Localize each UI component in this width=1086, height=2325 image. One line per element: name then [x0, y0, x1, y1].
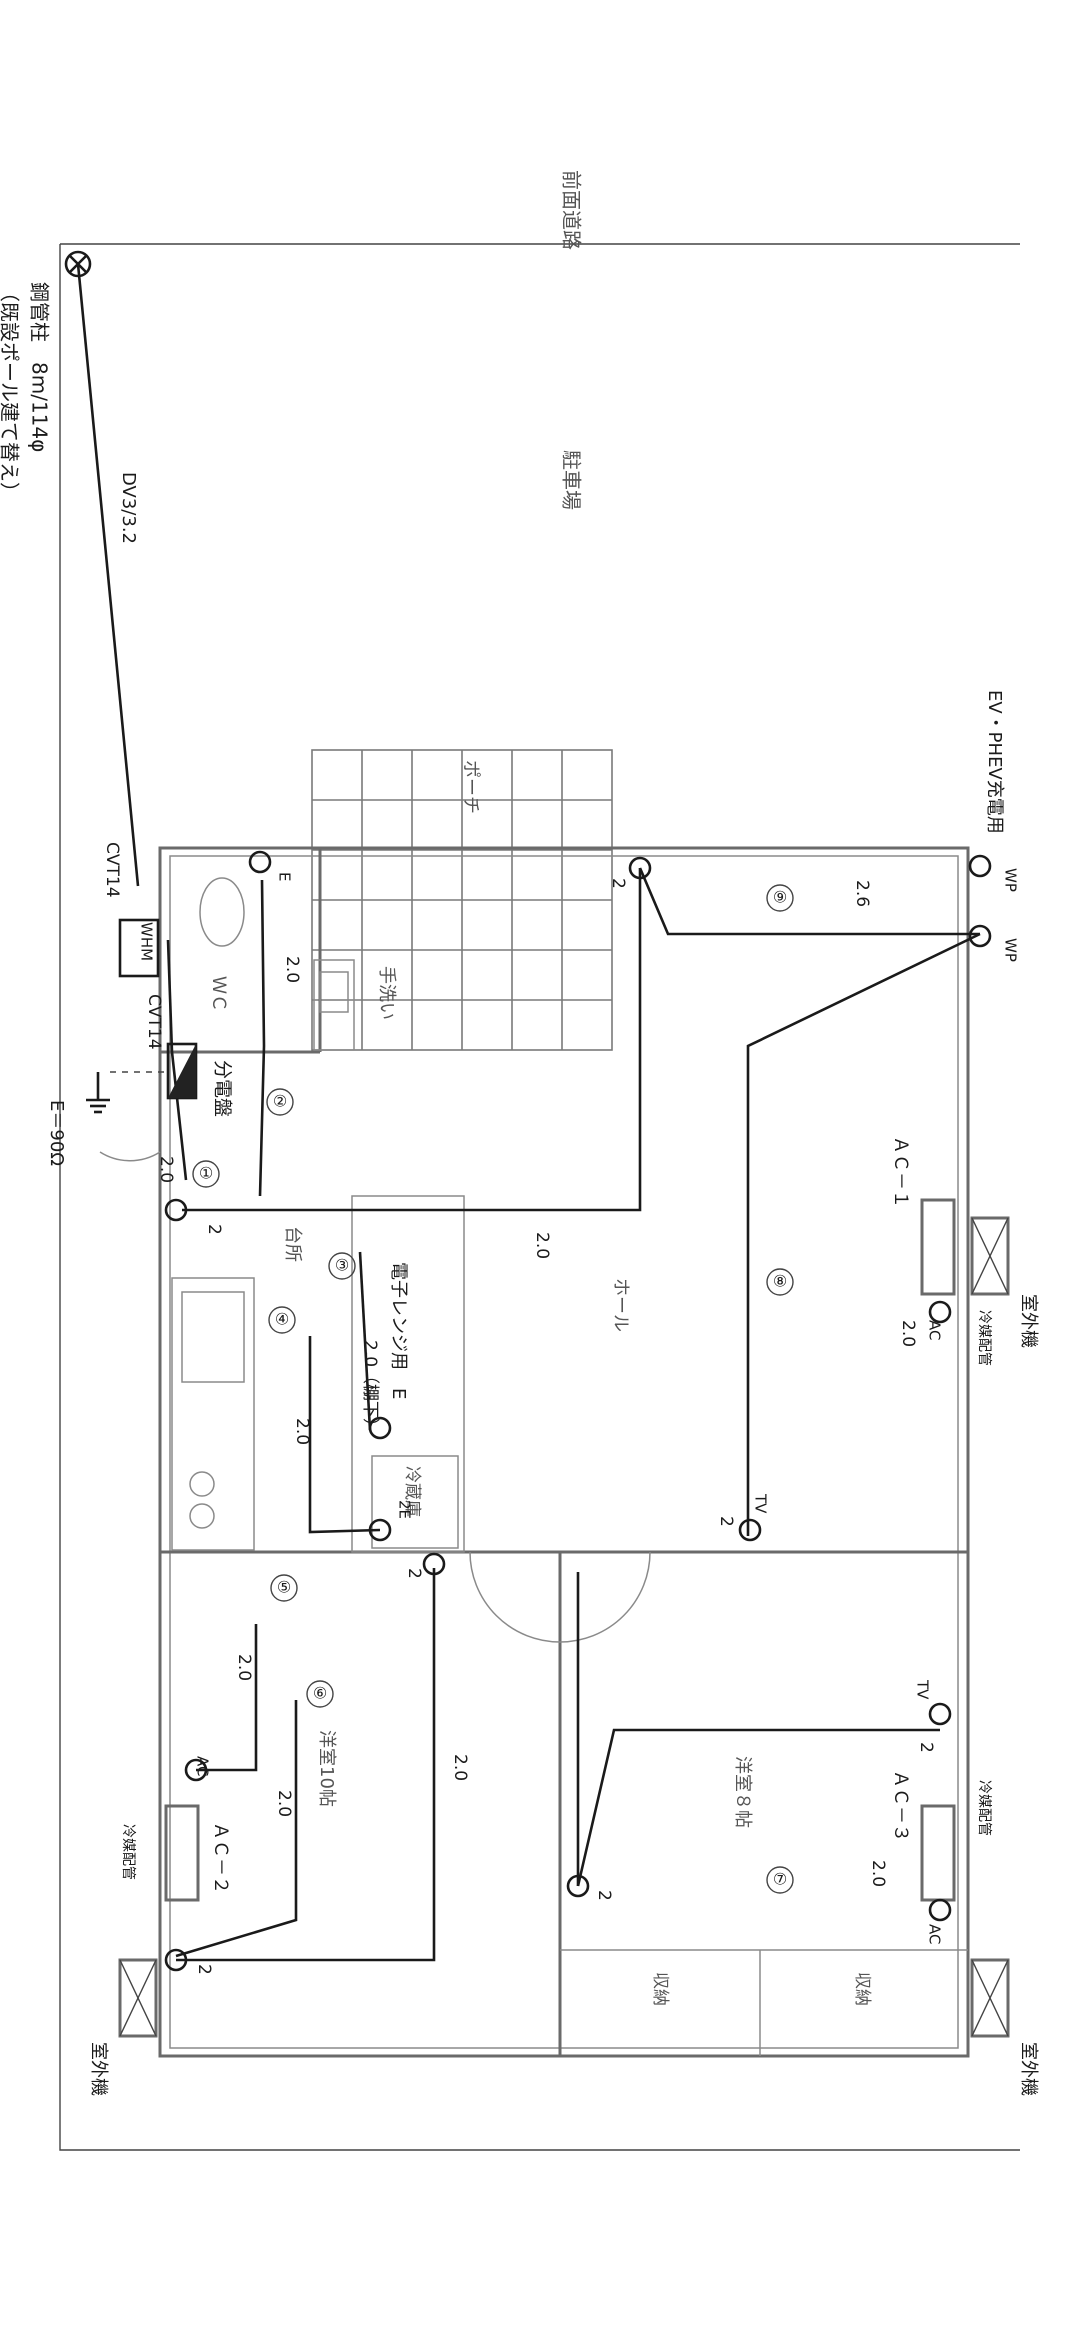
outdoor-unit-label-2: 室外機 — [1018, 2042, 1039, 2096]
fridge-label: 冷蔵庫 — [402, 1466, 422, 1517]
western10-label: 洋室10帖 — [316, 1730, 337, 1807]
wire-label-20a: 2.0 — [282, 956, 302, 983]
range-outlet-label: 電子レンジ用 E — [388, 1262, 409, 1399]
wiring — [76, 263, 981, 1962]
hall-label: ホール — [610, 1278, 631, 1332]
panel-label: 分電盤 — [212, 1060, 234, 1117]
ac-tag-1: AC — [926, 1320, 944, 1340]
porch-tiles — [311, 749, 613, 1051]
count-label-4: 2 — [404, 1568, 424, 1579]
pole-note: （既設ポール建て替え） — [0, 282, 22, 502]
wire-label-26: 2.6 — [852, 880, 872, 907]
ac1-label: ＡＣ－１ — [890, 1136, 911, 1208]
circuit-8: ⑧ — [773, 1272, 787, 1291]
count-label-2: 2 — [204, 1224, 224, 1235]
wire-label-20e: 2.0 — [292, 1418, 312, 1445]
circuit-markers — [192, 884, 794, 1894]
refrigerant-label-3: 冷媒配管 — [120, 1824, 136, 1880]
e-tag: E — [276, 872, 294, 881]
storage-label-1: 収納 — [650, 1972, 670, 2006]
refrigerant-label-2: 冷媒配管 — [976, 1780, 992, 1836]
count-label-6: 2 — [594, 1890, 614, 1901]
count-label-1: 2 — [608, 878, 628, 889]
count-label-5: 2 — [916, 1742, 936, 1753]
wp-tag-1: WP — [1002, 868, 1020, 892]
circuit-7: ⑦ — [773, 1870, 787, 1889]
wire-label-20b: 2.0 — [156, 1156, 176, 1183]
wire-label-20c: 2.0 — [532, 1232, 552, 1259]
wire-label-20f: 2.0 — [234, 1654, 254, 1681]
tv-tag-2: TV — [914, 1679, 932, 1700]
circuit-4: ④ — [275, 1310, 289, 1329]
wp-tag-2: WP — [1002, 938, 1020, 962]
wire-label-20i: 2.0 — [868, 1860, 888, 1887]
ac2-label: ＡＣ－２ — [210, 1822, 231, 1894]
refrigerant-label-1: 冷媒配管 — [976, 1310, 992, 1366]
outdoor-unit-label-1: 室外機 — [1018, 1294, 1039, 1348]
circuit-2: ② — [273, 1092, 287, 1111]
circuit-6: ⑥ — [313, 1684, 327, 1703]
storage-label-2: 収納 — [852, 1972, 872, 2006]
service-drop-label: DV3/3.2 — [118, 472, 139, 544]
porch-label: ポーチ — [460, 760, 481, 814]
outdoor-unit-label-3: 室外機 — [88, 2042, 109, 2096]
house-walls — [99, 846, 1010, 2058]
range-note-label: 2.0（棚下） — [360, 1340, 380, 1435]
cvt-branch-label: CVT14 — [144, 994, 164, 1050]
ground-label: E＝90Ω — [46, 1100, 67, 1166]
count-label-7: 2 — [194, 1964, 214, 1975]
circuit-5: ⑤ — [277, 1578, 291, 1597]
wire-label-20g: 2.0 — [274, 1790, 294, 1817]
ac-tag-2: AC — [926, 1924, 944, 1944]
tv-tag-1: TV — [752, 1493, 770, 1514]
circuit-9: ⑨ — [773, 888, 787, 907]
parking-label: 駐車場 — [560, 450, 584, 510]
wire-label-20d: 2.0 — [898, 1320, 918, 1347]
kitchen-label: 台所 — [282, 1226, 303, 1262]
western8-label: 洋室８帖 — [732, 1756, 753, 1828]
cvt-main-label: CVT14 — [102, 842, 122, 898]
site-boundary — [59, 243, 1020, 2151]
circuit-1: ① — [199, 1164, 213, 1183]
wc-label: ＷＣ — [208, 976, 229, 1012]
ac-tag-3: AC — [194, 1756, 212, 1776]
pole-label: 鋼管柱 8m/114φ — [28, 282, 52, 452]
count-label-3: 2 — [716, 1516, 736, 1527]
circuit-3: ③ — [335, 1256, 349, 1275]
washbasin-label: 手洗い — [376, 966, 397, 1020]
e2-tag: 2E — [396, 1500, 414, 1519]
ac3-label: ＡＣ－３ — [890, 1770, 911, 1842]
outlets — [64, 250, 992, 1972]
road-label: 前面道路 — [560, 170, 584, 250]
meter-label: WHM — [138, 922, 156, 961]
wire-label-20h: 2.0 — [450, 1754, 470, 1781]
ev-label: EV・PHEV充電用 — [984, 690, 1005, 834]
